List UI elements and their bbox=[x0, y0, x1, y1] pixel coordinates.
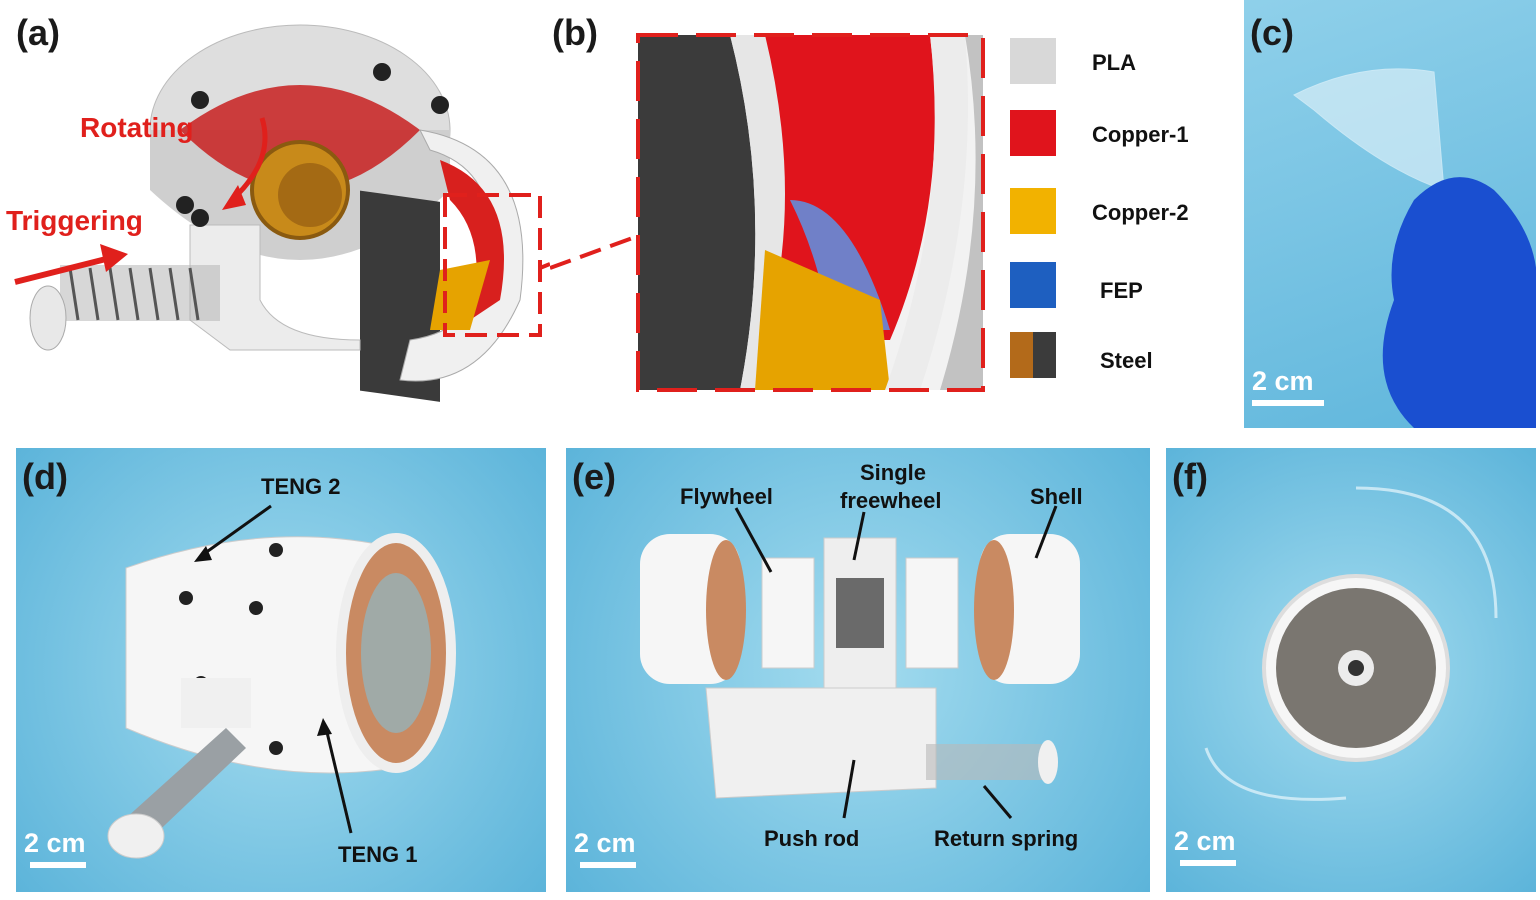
legend-swatch-fep bbox=[1010, 262, 1056, 308]
legend-label-steel: Steel bbox=[1100, 348, 1153, 373]
panel-e: (e) Flywheel Single freewheel Shell Push… bbox=[566, 448, 1150, 892]
legend-swatch-copper-2 bbox=[1010, 188, 1056, 234]
rotating-annotation: Rotating bbox=[80, 112, 194, 143]
legend-label-copper-2: Copper-2 bbox=[1092, 200, 1189, 225]
legend-swatch-steel bbox=[1010, 332, 1056, 378]
flexible-film-photo bbox=[1293, 68, 1536, 428]
panel-a: (a) Rotating Triggering bbox=[0, 0, 550, 420]
triggering-annotation: Triggering bbox=[6, 205, 143, 236]
callout-return-spring: Return spring bbox=[934, 826, 1079, 851]
callout-single-freewheel-line1: Single bbox=[860, 460, 927, 485]
panel-f: (f) 2 cm bbox=[1166, 448, 1536, 892]
panel-d: (d) TENG 2 TENG 1 2 cm bbox=[16, 448, 546, 892]
panel-label-e: (e) bbox=[572, 456, 616, 497]
scale-bar-f bbox=[1180, 860, 1236, 866]
legend-swatch-copper-1 bbox=[1010, 110, 1056, 156]
disassembled-parts-photo bbox=[640, 505, 1080, 819]
panel-label-a: (a) bbox=[16, 12, 60, 53]
scale-label-f: 2 cm bbox=[1174, 826, 1236, 856]
scale-label-c: 2 cm bbox=[1252, 366, 1314, 396]
legend-label-copper-1: Copper-1 bbox=[1092, 122, 1189, 147]
panel-c: (c) 2 cm bbox=[1244, 0, 1536, 428]
scale-bar-e bbox=[580, 862, 636, 868]
callout-teng-2: TENG 2 bbox=[261, 474, 341, 499]
scale-label-e: 2 cm bbox=[574, 828, 636, 858]
scale-label-d: 2 cm bbox=[24, 828, 86, 858]
callout-single-freewheel-line2: freewheel bbox=[840, 488, 942, 513]
exploded-device-rendering bbox=[14, 24, 550, 402]
callout-flywheel: Flywheel bbox=[680, 484, 773, 509]
legend-label-fep: FEP bbox=[1100, 278, 1143, 303]
callout-teng-1: TENG 1 bbox=[338, 842, 418, 867]
legend-swatch-pla bbox=[1010, 38, 1056, 84]
legend-label-pla: PLA bbox=[1092, 50, 1136, 75]
scale-bar-d bbox=[30, 862, 86, 868]
callout-push-rod: Push rod bbox=[764, 826, 860, 851]
callout-shell: Shell bbox=[1030, 484, 1083, 509]
assembled-device-photo bbox=[107, 504, 456, 859]
panel-label-b: (b) bbox=[552, 12, 598, 53]
panel-label-f: (f) bbox=[1172, 456, 1208, 497]
scale-bar-c bbox=[1252, 400, 1324, 406]
zoomed-cross-section bbox=[550, 33, 985, 392]
flywheel-top-view-photo bbox=[1204, 486, 1498, 801]
panel-label-c: (c) bbox=[1250, 12, 1294, 53]
panel-b: (b) PLA Copper-1 Copper-2 FEP Steel bbox=[550, 0, 1240, 420]
panel-label-d: (d) bbox=[22, 456, 68, 497]
